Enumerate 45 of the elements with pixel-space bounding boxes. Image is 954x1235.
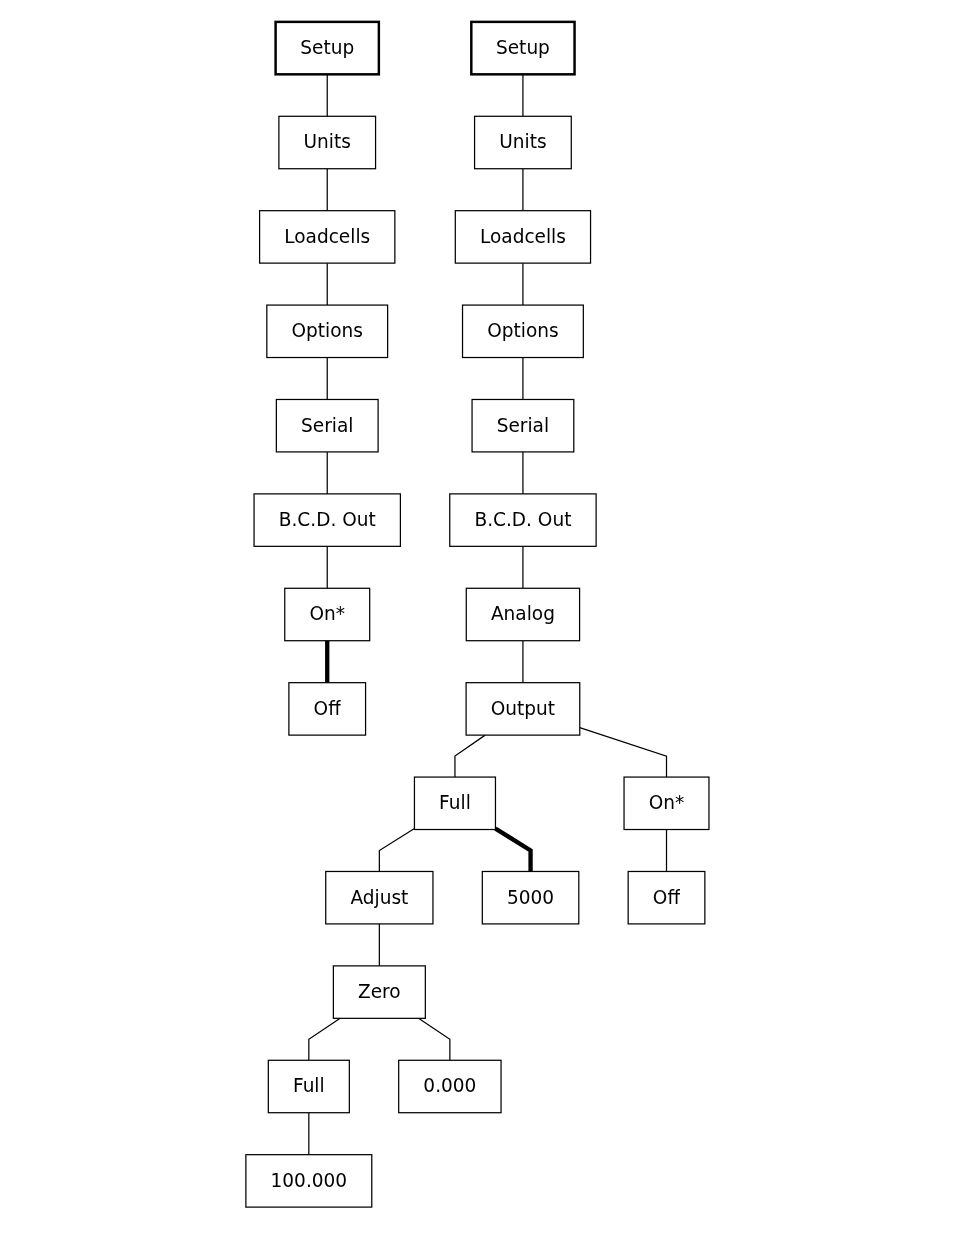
connector xyxy=(417,1017,451,1061)
node-box: Output xyxy=(465,682,580,736)
node-box: Analog xyxy=(465,587,580,642)
node-box: Setup xyxy=(273,20,380,76)
connector xyxy=(326,168,328,212)
connector xyxy=(378,923,380,967)
node-box: Serial xyxy=(275,398,379,453)
node-box: Serial xyxy=(471,398,574,453)
node-box: Loadcells xyxy=(258,210,396,264)
connector xyxy=(521,640,524,684)
node-box: Units xyxy=(277,115,376,170)
connector xyxy=(307,1112,309,1156)
connector xyxy=(521,262,524,306)
connector xyxy=(521,356,524,401)
node-box: Zero xyxy=(332,965,426,1019)
connector xyxy=(326,545,328,589)
node-box: Loadcells xyxy=(454,210,591,264)
connector xyxy=(521,451,524,495)
connector xyxy=(665,828,667,873)
node-box: Full xyxy=(413,776,496,831)
connector xyxy=(326,356,328,401)
node-box: Off xyxy=(287,682,366,736)
node-box: 5000 xyxy=(481,870,579,925)
node-box: On* xyxy=(623,776,710,831)
connector xyxy=(326,262,328,306)
connector xyxy=(326,451,328,495)
node-box: Units xyxy=(473,115,572,170)
node-box: 100.000 xyxy=(244,1154,372,1208)
node-box: Setup xyxy=(469,20,576,76)
connector xyxy=(493,826,533,872)
node-box: 0.000 xyxy=(397,1059,502,1114)
connector xyxy=(521,168,524,212)
node-box: Off xyxy=(627,870,706,925)
connector xyxy=(378,827,415,873)
node-box: B.C.D. Out xyxy=(448,493,597,547)
node-box: Adjust xyxy=(324,870,434,925)
node-box: On* xyxy=(283,587,370,642)
node-box: Full xyxy=(267,1059,350,1114)
connector xyxy=(307,1017,341,1061)
node-box: Options xyxy=(461,304,584,359)
connector xyxy=(453,734,486,778)
node-box: B.C.D. Out xyxy=(253,493,401,547)
node-box: Options xyxy=(265,304,388,359)
connector xyxy=(324,640,329,683)
connector xyxy=(521,545,524,589)
